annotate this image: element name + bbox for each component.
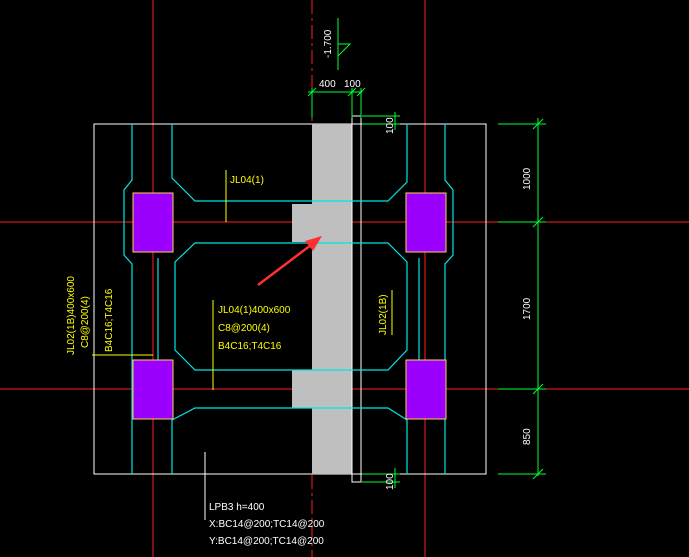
elevation-marker	[337, 18, 352, 70]
label-top-beam: JL04(1)	[230, 175, 264, 186]
beam-bottom-lower-edge	[171, 407, 408, 474]
beam-inner-ring	[174, 242, 408, 371]
dimension-small	[362, 112, 400, 488]
pointer-arrow-shaft	[257, 241, 316, 286]
column-top-right	[405, 192, 447, 253]
small-dim-bottom-value: 100	[385, 473, 396, 490]
elevation-value: -1.700	[323, 29, 334, 58]
columns	[132, 192, 447, 420]
slab-strip-notch-upper	[292, 204, 312, 242]
beam-outlines	[123, 124, 454, 474]
top-dim-right-value: 100	[344, 79, 361, 90]
label-slab-line1: LPB3 h=400	[209, 502, 265, 513]
slab-strip	[292, 124, 352, 474]
label-slab-line2: X:BC14@200;TC14@200	[209, 519, 325, 530]
dimension-top-tick-mid	[347, 87, 357, 97]
label-left-beam-line2: C8@200(4)	[80, 296, 91, 348]
right-dim-1-value: 1000	[522, 167, 533, 190]
slab-strip-notch-lower	[292, 370, 312, 408]
dimension-right-tick-4	[532, 468, 544, 480]
column-top-left	[132, 192, 174, 253]
dimension-right	[498, 118, 546, 480]
dimension-right-tick-1	[532, 118, 544, 130]
label-middle-beam-line3: B4C16;T4C16	[218, 341, 282, 352]
dimension-top	[307, 87, 366, 118]
strip-edge-outline	[351, 115, 362, 483]
column-bottom-left	[132, 359, 174, 420]
dimension-top-tick-left	[307, 87, 317, 97]
label-left-beam-line3: B4C16;T4C16	[104, 288, 115, 352]
beam-left-outer-edge	[123, 124, 133, 474]
label-left-beam-line1: JL02(1B)400x600	[66, 276, 77, 355]
dimension-right-tick-3	[532, 383, 544, 395]
label-slab-line3: Y:BC14@200;TC14@200	[209, 536, 324, 547]
beam-right-outer-edge	[444, 124, 454, 474]
label-right-beam: JL02(1B)	[378, 294, 389, 335]
annotation-leaders	[92, 170, 393, 390]
column-bottom-right	[405, 359, 447, 420]
top-dim-left-value: 400	[319, 79, 336, 90]
dimension-top-tick-right	[356, 87, 366, 97]
elevation-symbol	[337, 43, 352, 57]
dimension-right-tick-2	[532, 216, 544, 228]
small-dim-top-value: 100	[385, 117, 396, 134]
label-middle-beam-line1: JL04(1)400x600	[218, 305, 291, 316]
slab-outline	[93, 123, 487, 475]
pointer-arrow	[257, 236, 322, 286]
right-dim-3-value: 850	[522, 428, 533, 445]
slab-strip-main	[312, 124, 352, 474]
label-middle-beam-line2: C8@200(4)	[218, 323, 270, 334]
beam-top-upper-edge	[171, 124, 408, 202]
pointer-arrow-head	[305, 236, 322, 251]
right-dim-2-value: 1700	[522, 297, 533, 320]
